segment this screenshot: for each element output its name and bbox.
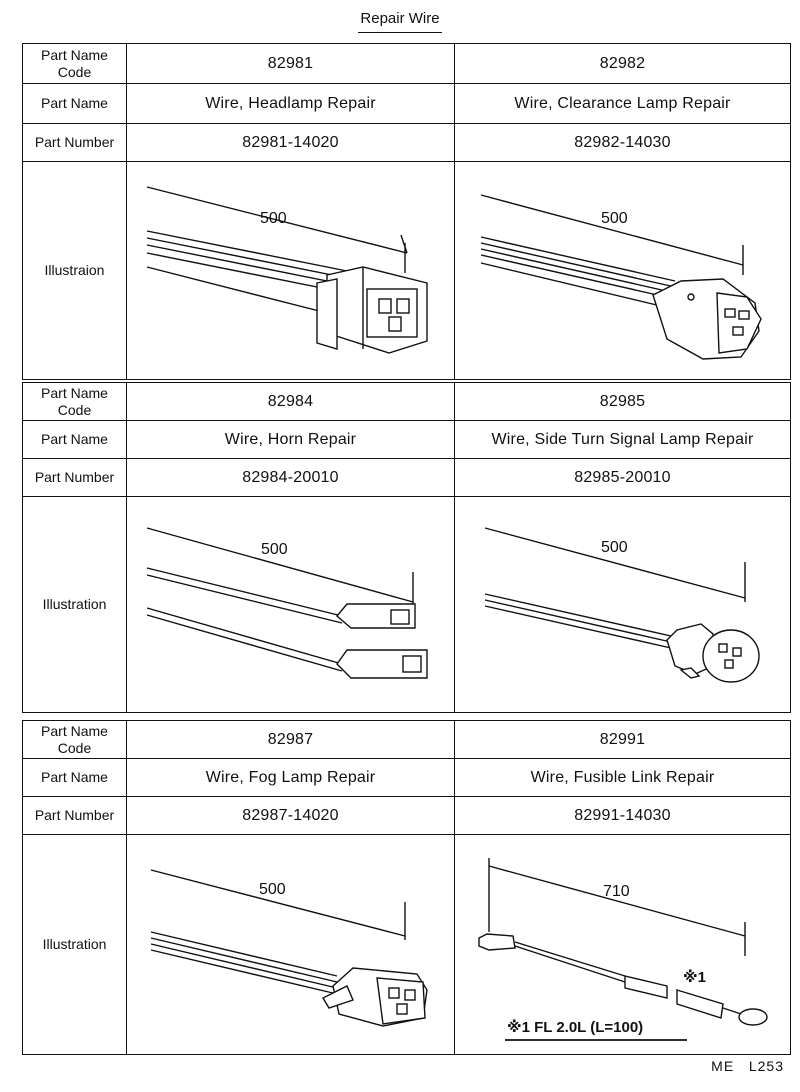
label-illustration: Illustration bbox=[22, 496, 127, 713]
part-name-82985: Wire, Side Turn Signal Lamp Repair bbox=[454, 420, 791, 459]
clearance-lamp-connector-icon: 500 bbox=[480, 193, 762, 360]
horn-terminal-pair-icon: 500 bbox=[146, 526, 428, 679]
part-code-82981: 82981 bbox=[126, 43, 455, 84]
parts-table-3: Part Name Code 82987 82991 Part Name Wir… bbox=[22, 720, 791, 1055]
dimension-label: 500 bbox=[259, 881, 286, 898]
label-part-number: Part Number bbox=[22, 123, 127, 162]
page-reference: ME L253 bbox=[711, 1058, 784, 1074]
dimension-label: 500 bbox=[601, 539, 628, 556]
part-number-82987: 82987-14020 bbox=[126, 796, 455, 835]
dimension-label: 500 bbox=[261, 541, 288, 558]
headlamp-connector-icon: 500 bbox=[146, 185, 428, 354]
parts-table-1: Part Name Code 82981 82982 Part Name Wir… bbox=[22, 43, 791, 380]
footnote-mark: ※1 bbox=[683, 968, 706, 986]
part-number-82985: 82985-20010 bbox=[454, 458, 791, 497]
label-illustration: Illustraion bbox=[22, 161, 127, 380]
label-part-name: Part Name bbox=[22, 83, 127, 124]
part-code-82982: 82982 bbox=[454, 43, 791, 84]
part-name-82987: Wire, Fog Lamp Repair bbox=[126, 758, 455, 797]
illustration-82981: 500 bbox=[126, 161, 455, 380]
label-part-name: Part Name bbox=[22, 758, 127, 797]
part-number-82984: 82984-20010 bbox=[126, 458, 455, 497]
dimension-label: 500 bbox=[601, 210, 628, 227]
label-part-number: Part Number bbox=[22, 458, 127, 497]
illustration-82985: 500 bbox=[454, 496, 791, 713]
fog-lamp-connector-icon: 500 bbox=[150, 868, 428, 1027]
part-name-82982: Wire, Clearance Lamp Repair bbox=[454, 83, 791, 124]
part-name-82984: Wire, Horn Repair bbox=[126, 420, 455, 459]
illustration-82982: 500 bbox=[454, 161, 791, 380]
label-part-name-code: Part Name Code bbox=[22, 382, 127, 421]
illustration-82984: 500 bbox=[126, 496, 455, 713]
part-code-82991: 82991 bbox=[454, 720, 791, 759]
part-name-82991: Wire, Fusible Link Repair bbox=[454, 758, 791, 797]
label-part-name-code: Part Name Code bbox=[22, 43, 127, 84]
label-part-name-code: Part Name Code bbox=[22, 720, 127, 759]
part-number-82982: 82982-14030 bbox=[454, 123, 791, 162]
dimension-label: 710 bbox=[603, 883, 630, 900]
parts-table-2: Part Name Code 82984 82985 Part Name Wir… bbox=[22, 382, 791, 713]
fusible-link-note: ※1 FL 2.0L (L=100) bbox=[507, 1018, 643, 1036]
part-number-82981: 82981-14020 bbox=[126, 123, 455, 162]
part-code-82985: 82985 bbox=[454, 382, 791, 421]
part-name-82981: Wire, Headlamp Repair bbox=[126, 83, 455, 124]
fusible-link-wire-icon: 710 ※1 ※1 FL 2.0L (L=100) bbox=[478, 857, 768, 1041]
part-number-82991: 82991-14030 bbox=[454, 796, 791, 835]
label-part-name: Part Name bbox=[22, 420, 127, 459]
illustration-82991: 710 ※1 ※1 FL 2.0L (L=100) bbox=[454, 834, 791, 1055]
label-illustration: Illustration bbox=[22, 834, 127, 1055]
part-code-82984: 82984 bbox=[126, 382, 455, 421]
illustration-82987: 500 bbox=[126, 834, 455, 1055]
label-part-number: Part Number bbox=[22, 796, 127, 835]
part-code-82987: 82987 bbox=[126, 720, 455, 759]
dimension-label: 500 bbox=[260, 210, 287, 227]
page-title: Repair Wire bbox=[0, 10, 800, 33]
side-turn-signal-connector-icon: 500 bbox=[484, 526, 760, 683]
